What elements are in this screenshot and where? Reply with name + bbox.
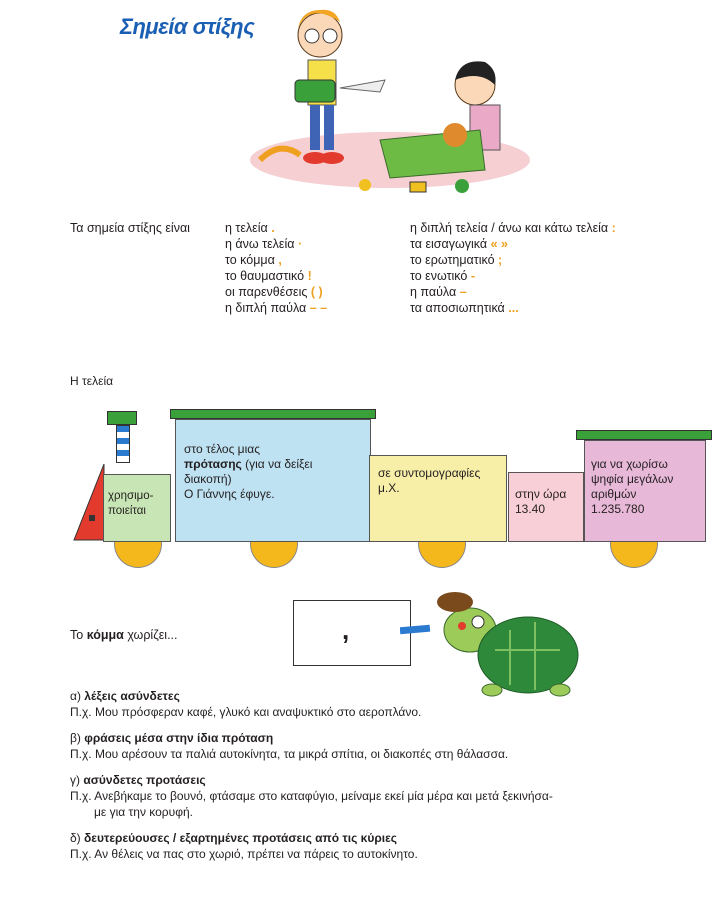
list-item: τα εισαγωγικά « » [410, 237, 508, 251]
right-punctuation-list: η διπλή τελεία / άνω και κάτω τελεία : τ… [410, 220, 616, 316]
kids-illustration [250, 9, 530, 193]
left-punctuation-list: η τελεία . η άνω τελεία · το κόμμα , το … [225, 220, 327, 316]
train-car-3: σε συντομογραφίες μ.Χ. [369, 455, 507, 542]
komma-lead: Το κόμμα χωρίζει... [70, 628, 178, 642]
teleia-heading: Η τελεία [70, 374, 114, 388]
list-item: το θαυμαστικό ! [225, 269, 312, 283]
list-item: η διπλή τελεία / άνω και κάτω τελεία : [410, 221, 616, 235]
train-wheel [114, 542, 162, 568]
list-item: δ) δευτερεύουσες / εξαρτημένες προτάσεις… [70, 831, 418, 861]
train-car-5: για να χωρίσω ψηφία μεγάλων αριθμών 1.23… [584, 440, 706, 542]
comma-box: , [293, 600, 411, 666]
list-item: β) φράσεις μέσα στην ίδια πρόταση Π.χ. Μ… [70, 731, 509, 761]
list-item: το ερωτηματικό ; [410, 253, 503, 267]
chimney-top [107, 411, 137, 425]
list-item: γ) ασύνδετες προτάσεις Π.χ. Ανεβήκαμε το… [70, 773, 553, 819]
komma-examples: α) λέξεις ασύνδετες Π.χ. Μου πρόσφεραν κ… [70, 688, 710, 862]
list-item: το ενωτικό - [410, 269, 476, 283]
list-item: τα αποσιωπητικά ... [410, 301, 519, 315]
locomotive-front [73, 463, 105, 541]
train-car-2: στο τέλος μιας πρότασης (για να δείξει δ… [175, 419, 371, 542]
intro-lead: Τα σημεία στίξης είναι [70, 221, 190, 235]
list-item: η άνω τελεία · [225, 237, 303, 251]
list-item: οι παρενθέσεις ( ) [225, 285, 323, 299]
comma-symbol: , [342, 615, 350, 645]
list-item: α) λέξεις ασύνδετες Π.χ. Μου πρόσφεραν κ… [70, 689, 422, 719]
train-car-4: στην ώρα 13.40 [508, 472, 584, 542]
list-item: το κόμμα , [225, 253, 282, 267]
chimney [116, 425, 130, 463]
car-roof [576, 430, 712, 440]
page-title: Σημεία στίξης [120, 14, 255, 39]
turtle-illustration [400, 592, 579, 697]
list-item: η τελεία . [225, 221, 275, 235]
train-wheel [418, 542, 466, 568]
car-roof [170, 409, 376, 419]
list-item: η διπλή παύλα – – [225, 301, 328, 315]
train-wheel [250, 542, 298, 568]
train-wheel [610, 542, 658, 568]
list-item: η παύλα – [410, 285, 467, 299]
train-car-1: χρησιμο-ποιείται [103, 474, 171, 542]
